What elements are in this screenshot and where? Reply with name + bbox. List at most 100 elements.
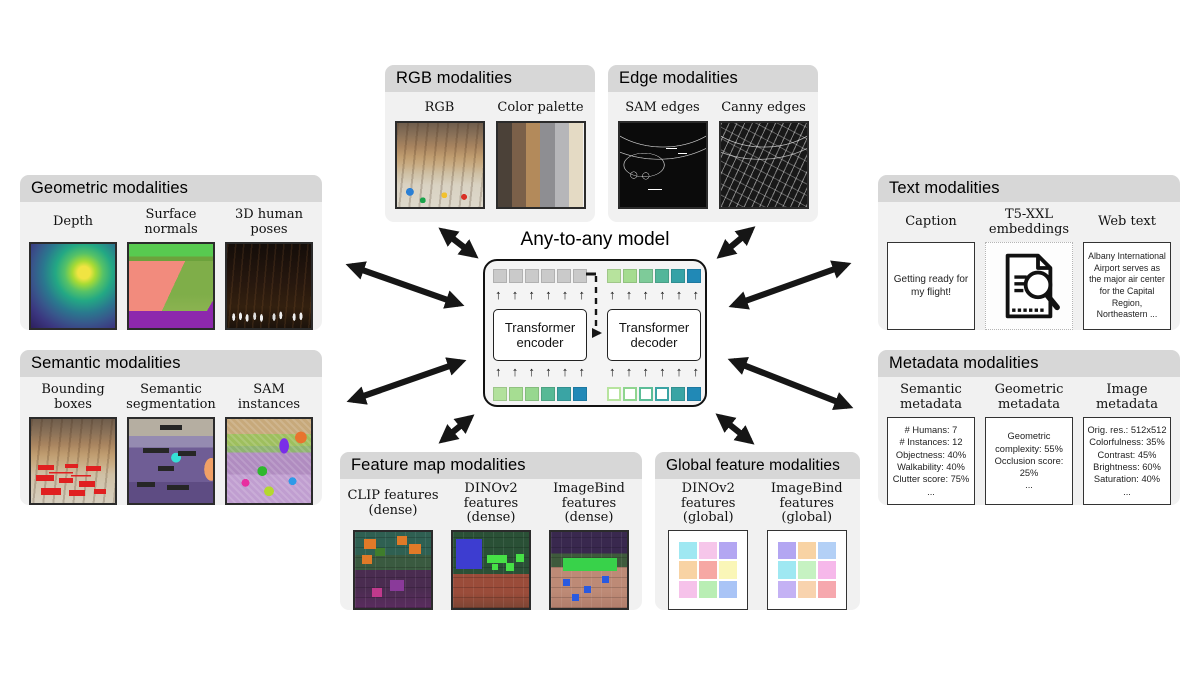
tile-label: T5-XXL embeddings xyxy=(988,206,1070,237)
token-square xyxy=(639,387,653,401)
palette-stripe xyxy=(554,123,570,207)
palette-stripe xyxy=(569,123,584,207)
human-poses-image xyxy=(225,242,313,330)
token-square xyxy=(655,387,669,401)
arrow-center-to-global-feature xyxy=(715,413,755,445)
palette-stripe xyxy=(540,123,555,207)
grid-cell xyxy=(817,542,836,560)
up-arrow-icon: ↑ xyxy=(625,287,633,302)
tile-label: Semantic segmentation xyxy=(126,381,216,412)
panel-global-feature-modalities: Global feature modalities DINOv2 feature… xyxy=(655,452,860,610)
grid-cell xyxy=(777,580,796,598)
surface-normals-image xyxy=(127,242,215,330)
t5-embeddings-tile xyxy=(985,242,1073,330)
canny-edges-image xyxy=(718,121,809,209)
tile-label: SAM instances xyxy=(237,381,301,412)
geometric-metadata-box: Geometric complexity: 55% Occlusion scor… xyxy=(985,417,1073,505)
grid-cell xyxy=(797,542,816,560)
up-arrow-icon: ↑ xyxy=(609,287,616,302)
bounding-boxes-image xyxy=(29,417,117,505)
panel-feature-map-modalities: Feature map modalities CLIP features (de… xyxy=(340,452,642,610)
token-square xyxy=(541,387,555,401)
panel-geometric-modalities: Geometric modalities Depth Surface norma… xyxy=(20,175,322,330)
image-metadata-box: Orig. res.: 512x512 Colorfulness: 35% Co… xyxy=(1083,417,1171,505)
grid-cell xyxy=(719,561,738,579)
up-arrow-icon: ↑ xyxy=(561,364,569,379)
up-arrow-icon: ↑ xyxy=(659,364,666,379)
up-arrow-icon: ↑ xyxy=(528,364,535,379)
grid-cell xyxy=(699,561,718,579)
tile-label: Geometric metadata xyxy=(994,381,1064,412)
token-square xyxy=(525,269,539,283)
arrow-center-to-feature-map xyxy=(438,414,475,444)
tile-label: CLIP features (dense) xyxy=(347,488,439,518)
panel-title: Edge modalities xyxy=(608,65,818,92)
token-square xyxy=(573,387,587,401)
tile-label: Bounding boxes xyxy=(41,381,105,412)
grid-cell xyxy=(679,580,698,598)
panel-title: Global feature modalities xyxy=(655,452,860,479)
up-arrow-icon: ↑ xyxy=(545,364,552,379)
decoder-output-tokens xyxy=(607,269,701,283)
grid-cell xyxy=(777,561,796,579)
tile-label: Semantic metadata xyxy=(899,381,963,412)
tile-label: ImageBind features (dense) xyxy=(553,481,625,526)
up-arrow-icon: ↑ xyxy=(561,287,569,302)
panel-title: Geometric modalities xyxy=(20,175,322,202)
any-to-any-model-box: ↑↑↑↑↑↑ Transformer encoder ↑↑↑↑↑↑ ↑↑↑↑↑↑… xyxy=(483,259,707,407)
panel-metadata-modalities: Metadata modalities Semantic metadata # … xyxy=(878,350,1180,505)
tile-label: DINOv2 features (dense) xyxy=(463,481,519,526)
sam-edges-image xyxy=(617,121,708,209)
up-arrow-icon: ↑ xyxy=(545,287,552,302)
tile-label: Depth xyxy=(52,214,94,230)
dinov2-global-tile xyxy=(668,530,749,610)
tile-label: 3D human poses xyxy=(234,206,304,237)
transformer-decoder-box: Transformer decoder xyxy=(607,309,701,361)
up-arrow-icon: ↑ xyxy=(692,287,699,302)
tile-label: Image metadata xyxy=(1095,381,1159,412)
grid-cell xyxy=(699,542,718,560)
token-square xyxy=(623,269,637,283)
dinov2-global-grid xyxy=(679,542,738,598)
up-arrow-icon: ↑ xyxy=(642,364,649,379)
transformer-encoder-box: Transformer encoder xyxy=(493,309,587,361)
up-arrow-icon: ↑ xyxy=(609,364,616,379)
token-square xyxy=(493,387,507,401)
color-palette-image xyxy=(495,121,586,209)
grid-cell xyxy=(679,561,698,579)
model-title: Any-to-any model xyxy=(520,229,670,250)
tile-label: Canny edges xyxy=(721,99,806,115)
token-square xyxy=(671,269,685,283)
up-arrows-row: ↑↑↑↑↑↑ xyxy=(493,288,587,301)
panel-title: Semantic modalities xyxy=(20,350,322,377)
arrow-center-to-rgb xyxy=(438,227,479,259)
tile-label: SAM edges xyxy=(625,99,700,115)
panel-title: Metadata modalities xyxy=(878,350,1180,377)
web-text-box: Albany International Airport serves as t… xyxy=(1083,242,1171,330)
panel-title: Text modalities xyxy=(878,175,1180,202)
grid-cell xyxy=(679,542,698,560)
tile-label: Color palette xyxy=(497,99,584,115)
token-square xyxy=(557,387,571,401)
panel-title: RGB modalities xyxy=(385,65,595,92)
grid-cell xyxy=(797,580,816,598)
panel-semantic-modalities: Semantic modalities Bounding boxes Seman… xyxy=(20,350,322,505)
grid-cell xyxy=(817,580,836,598)
up-arrow-icon: ↑ xyxy=(692,364,699,379)
token-square xyxy=(509,387,523,401)
grid-cell xyxy=(817,561,836,579)
up-arrow-icon: ↑ xyxy=(642,287,649,302)
arrow-center-to-text xyxy=(728,260,852,310)
token-square xyxy=(623,387,637,401)
arrow-center-to-metadata xyxy=(727,356,854,411)
arrow-center-to-geometric xyxy=(345,261,465,309)
up-arrow-icon: ↑ xyxy=(578,287,585,302)
panel-title: Feature map modalities xyxy=(340,452,642,479)
up-arrow-icon: ↑ xyxy=(578,364,585,379)
arrow-center-to-edge xyxy=(716,226,756,259)
tile-label: Surface normals xyxy=(144,206,198,237)
token-square xyxy=(573,269,587,283)
up-arrow-icon: ↑ xyxy=(495,287,502,302)
imagebind-global-tile xyxy=(766,530,847,610)
